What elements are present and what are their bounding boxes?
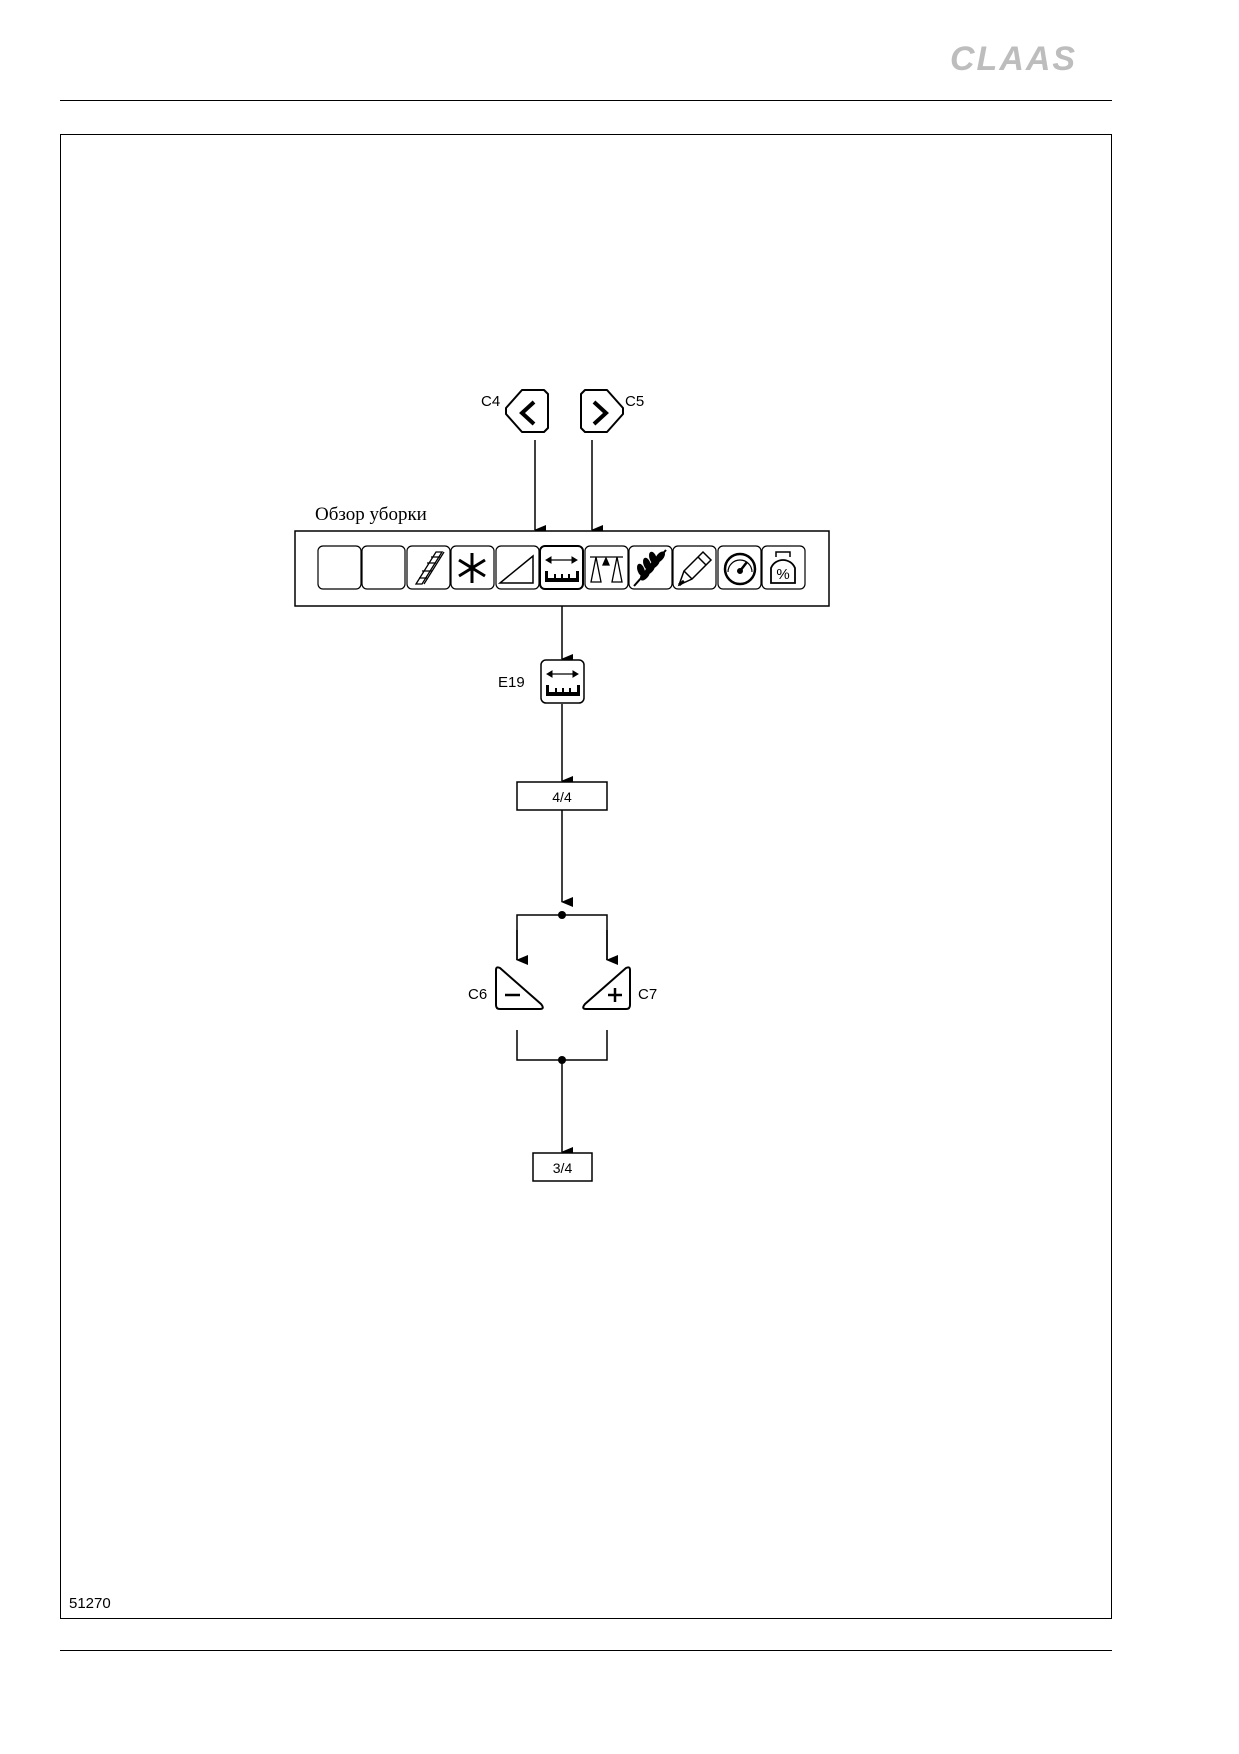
header-rule [60,100,1112,101]
panel-title: Обзор уборки [315,504,427,525]
figure-frame [60,134,1112,1619]
chevron-right-icon [592,400,609,426]
label-c4: C4 [481,393,501,410]
label-c6: C6 [468,986,488,1003]
e19-working-width-key[interactable] [540,659,585,704]
svg-text:%: % [776,566,789,583]
c6-minus-key[interactable] [495,966,544,1010]
c5-right-key[interactable] [580,389,624,433]
chevron-left-icon [519,400,536,426]
box-3-4-text: 3/4 [552,1160,573,1176]
claas-logo: CLAAS [950,40,1077,76]
grain-icon [633,549,667,587]
footer-rule [60,1650,1112,1651]
slope-icon [497,554,534,584]
asterisk-icon [458,553,486,583]
logo-text: CLAAS [950,40,1077,76]
c4-left-key[interactable] [505,389,549,433]
plus-icon [608,988,622,1002]
blank-cell-1 [317,545,362,590]
c7-plus-key[interactable] [582,966,631,1010]
straw-chopper-icon [414,551,445,585]
label-c5: C5 [625,393,645,410]
scale-icon [590,556,623,583]
box-4-4 [516,781,608,811]
percent-icon: % [770,551,796,584]
figure-reference-number: 51270 [69,1595,111,1612]
blank-cell-2 [361,545,406,590]
gauge-icon [723,552,757,586]
label-e19: E19 [498,674,525,691]
working-width-icon [545,556,579,582]
pencil-icon [677,550,713,587]
box-4-4-text: 4/4 [552,789,572,805]
label-c7: C7 [638,986,658,1003]
box-3-4 [532,1152,593,1182]
